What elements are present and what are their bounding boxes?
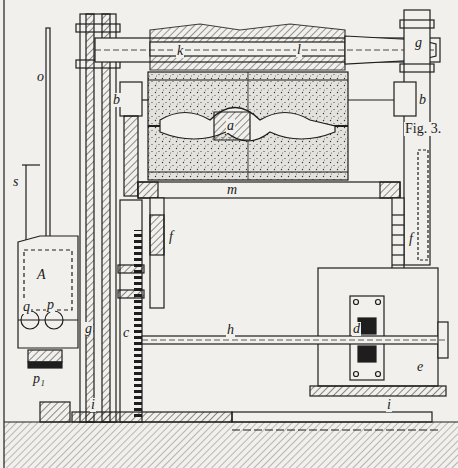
part-letter: i <box>90 398 96 412</box>
part-letter: c <box>122 326 130 340</box>
part-letter: a <box>226 119 235 133</box>
part-letter: b <box>418 93 427 107</box>
part-letter: o <box>36 70 45 84</box>
part-letter: k <box>176 44 184 58</box>
part-letter: l <box>296 43 302 57</box>
part-letter: A <box>36 268 47 282</box>
part-letter: p <box>46 298 55 312</box>
part-letter: e <box>416 360 424 374</box>
part-letter: m <box>226 183 238 197</box>
part-letter: g <box>84 322 93 336</box>
part-letter: h <box>226 323 235 337</box>
part-letter: p₁ <box>32 372 46 386</box>
part-letter: f <box>408 232 414 246</box>
part-letter: q <box>22 300 31 314</box>
part-letter: f <box>168 230 174 244</box>
part-letter: s <box>12 175 19 189</box>
figure-caption: Fig. 3. <box>404 122 442 136</box>
part-letter: g <box>414 36 423 50</box>
part-letter: i <box>386 398 392 412</box>
part-letter: b <box>112 93 121 107</box>
part-letter: d <box>352 322 361 336</box>
